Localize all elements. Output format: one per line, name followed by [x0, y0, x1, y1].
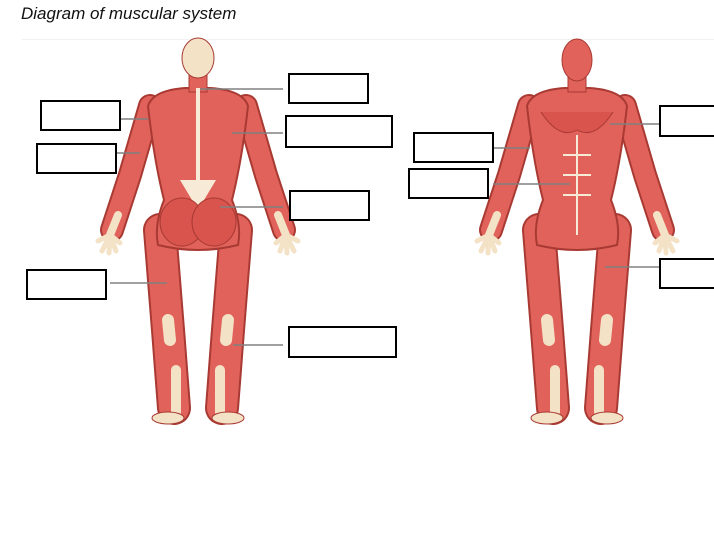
label-box-neck-back[interactable] — [288, 73, 369, 104]
page-title: Diagram of muscular system — [21, 4, 237, 23]
label-box-upper-arm-back[interactable] — [36, 143, 117, 174]
head — [181, 37, 215, 79]
label-box-shoulder-back[interactable] — [40, 100, 121, 131]
gluteus-right — [191, 197, 237, 247]
label-box-abdomen[interactable] — [408, 168, 489, 199]
anterior-body-figure — [477, 38, 677, 424]
label-box-gluteal[interactable] — [289, 190, 370, 221]
label-box-arm-front[interactable] — [413, 132, 494, 163]
label-box-thigh-back[interactable] — [26, 269, 107, 300]
label-box-thigh-front[interactable] — [659, 258, 714, 289]
label-box-chest[interactable] — [659, 105, 714, 137]
label-box-upper-back[interactable] — [285, 115, 393, 148]
head — [561, 38, 593, 82]
leader-lines — [110, 88, 659, 346]
pectorals — [540, 111, 614, 134]
divider — [22, 39, 714, 40]
posterior-body-figure — [98, 37, 298, 424]
abdominals — [563, 135, 591, 235]
label-box-calf[interactable] — [288, 326, 397, 358]
